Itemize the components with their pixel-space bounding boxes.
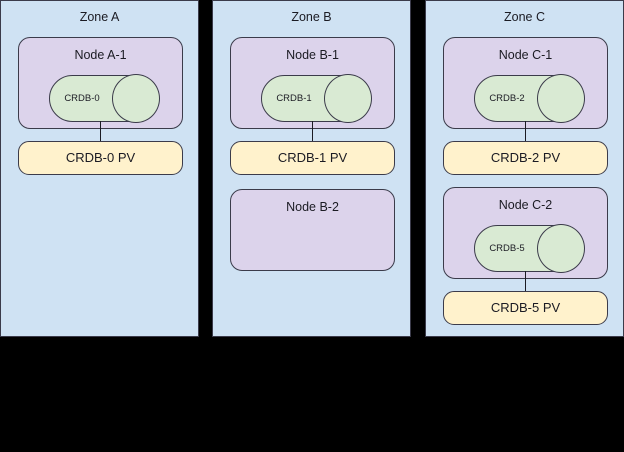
node-a-1-label: Node A-1 [74,48,127,62]
database-label: CRDB-1 [276,92,312,104]
node-b-2: Node B-2 [230,189,395,271]
pv-label: CRDB-1 PV [277,150,348,165]
node-c-1: Node C-1 CRDB-2 [443,37,608,129]
cylinder-cap [537,224,585,273]
database-cylinder-icon-crdb-2: CRDB-2 [474,74,585,123]
node-b-1-label: Node B-1 [286,48,339,62]
node-c-2-label: Node C-2 [498,198,553,212]
pv-crdb-5: CRDB-5 PV [443,291,608,325]
database-label: CRDB-0 [64,92,100,104]
database-label: CRDB-5 [489,242,525,254]
database-label: CRDB-2 [489,92,525,104]
connector-node-c-1-to-pv [525,121,526,142]
database-cylinder-icon-crdb-1: CRDB-1 [261,74,372,123]
zone-c: Zone C Node C-1 CRDB-2 CRDB-2 PV Node C-… [425,0,624,337]
zone-b: Zone B Node B-1 CRDB-1 CRDB-1 PV Node B-… [212,0,411,337]
pv-crdb-0: CRDB-0 PV [18,141,183,175]
node-b-2-label: Node B-2 [286,200,339,214]
cylinder-cap [324,74,372,123]
connector-node-b-1-to-pv [312,121,313,142]
pv-label: CRDB-0 PV [65,150,136,165]
zone-c-label: Zone C [504,10,545,24]
pv-crdb-2: CRDB-2 PV [443,141,608,175]
zone-b-label: Zone B [291,10,332,24]
database-cylinder-icon-crdb-5: CRDB-5 [474,224,585,273]
pv-label: CRDB-2 PV [490,150,561,165]
cylinder-cap [537,74,585,123]
connector-node-c-2-to-pv [525,271,526,292]
connector-node-a-1-to-pv [100,121,101,142]
zone-a-label: Zone A [79,10,120,24]
database-cylinder-icon-crdb-0: CRDB-0 [49,74,160,123]
pv-crdb-1: CRDB-1 PV [230,141,395,175]
zone-a: Zone A Node A-1 CRDB-0 CRDB-0 PV [0,0,199,337]
pv-label: CRDB-5 PV [490,300,561,315]
node-b-1: Node B-1 CRDB-1 [230,37,395,129]
node-c-2: Node C-2 CRDB-5 [443,187,608,279]
cylinder-cap [112,74,160,123]
node-a-1: Node A-1 CRDB-0 [18,37,183,129]
node-c-1-label: Node C-1 [498,48,553,62]
